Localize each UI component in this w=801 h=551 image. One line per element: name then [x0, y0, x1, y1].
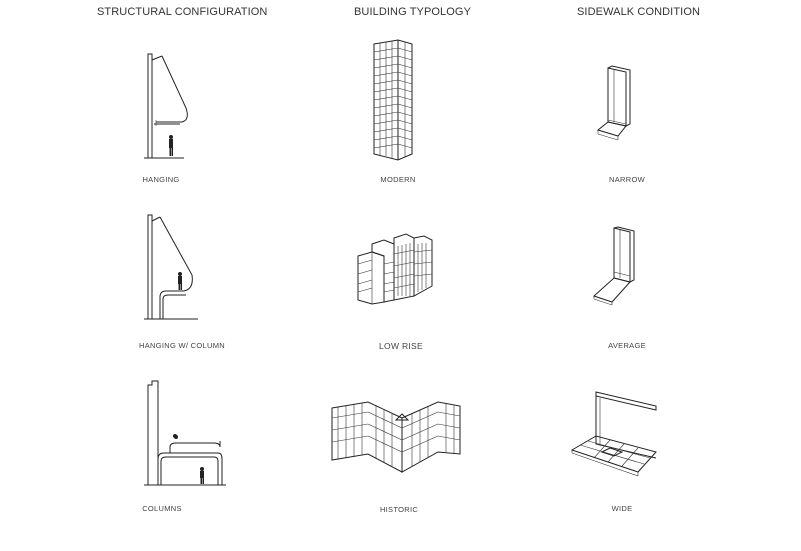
label-historic: HISTORIC [379, 505, 419, 514]
label-wide: WIDE [611, 504, 633, 513]
label-average: AVERAGE [608, 341, 646, 350]
label-hanging: HANGING [142, 175, 180, 184]
label-columns: COLUMNS [142, 504, 182, 513]
label-narrow: NARROW [609, 175, 645, 184]
average-sidewalk-icon [593, 226, 635, 306]
header-structural-configuration: STRUCTURAL CONFIGURATION [97, 6, 268, 18]
historic-building-icon [331, 401, 461, 473]
columns-canopy-icon [144, 380, 226, 486]
label-hanging-with-column: HANGING W/ COLUMN [139, 341, 225, 350]
modern-tower-icon [373, 39, 413, 161]
header-building-typology: BUILDING TYPOLOGY [354, 6, 472, 18]
label-low-rise: LOW RISE [379, 341, 423, 351]
label-modern: MODERN [380, 175, 416, 184]
narrow-sidewalk-icon [596, 65, 631, 141]
wide-sidewalk-icon [570, 391, 657, 477]
hanging-canopy-icon [144, 53, 188, 159]
header-sidewalk-condition: SIDEWALK CONDITION [577, 6, 701, 18]
hanging-column-canopy-icon [144, 214, 198, 320]
low-rise-building-icon [357, 233, 433, 305]
